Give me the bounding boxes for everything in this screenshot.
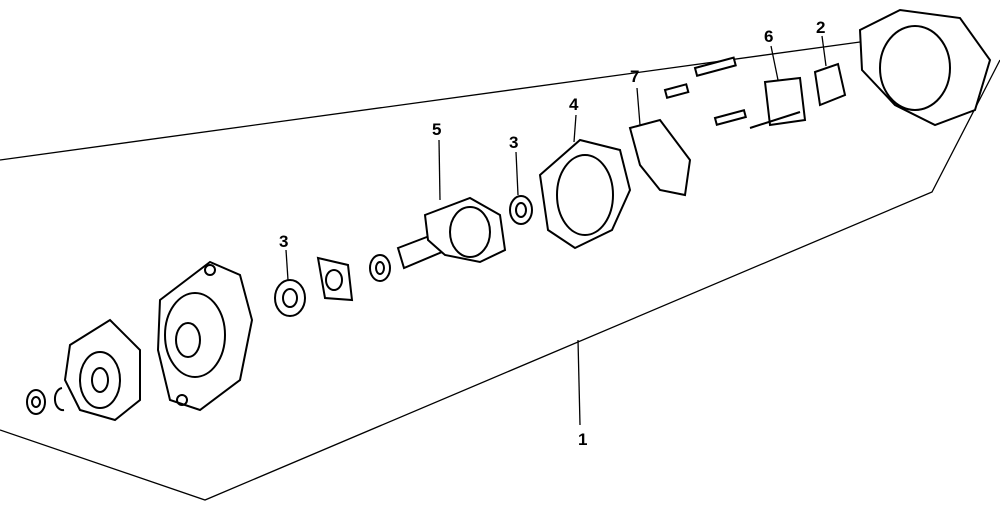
bearing-rear — [509, 195, 533, 225]
bearing-front — [274, 279, 306, 317]
leader-7 — [636, 87, 641, 126]
callout-7: 7 — [630, 67, 639, 86]
stator — [538, 138, 632, 250]
leader-6 — [770, 45, 779, 81]
retainer-plate — [316, 256, 354, 302]
spacer-collar — [369, 254, 391, 282]
brush-holder — [813, 62, 847, 107]
callout-4: 4 — [569, 95, 579, 114]
leader-3a — [285, 249, 289, 281]
front-housing — [156, 260, 254, 412]
leader-1 — [577, 339, 581, 426]
voltage-regulator — [749, 76, 807, 129]
leader-3b — [515, 151, 519, 196]
callout-2: 2 — [816, 18, 825, 37]
rear-housing — [858, 8, 992, 127]
terminal-bolts — [663, 56, 748, 126]
leader-4 — [573, 114, 577, 143]
pulley-fan — [63, 318, 141, 422]
callout-3b: 3 — [509, 133, 518, 152]
rotor — [396, 196, 507, 270]
leader-2 — [821, 35, 827, 67]
leader-5 — [438, 139, 441, 201]
callout-5: 5 — [432, 120, 441, 139]
callout-1: 1 — [578, 430, 587, 449]
pulley-nut — [26, 387, 65, 415]
assembly-boundary — [0, 59, 1000, 501]
callout-6: 6 — [764, 27, 773, 46]
callout-3a: 3 — [279, 232, 288, 251]
rectifier-bridge — [628, 118, 692, 197]
